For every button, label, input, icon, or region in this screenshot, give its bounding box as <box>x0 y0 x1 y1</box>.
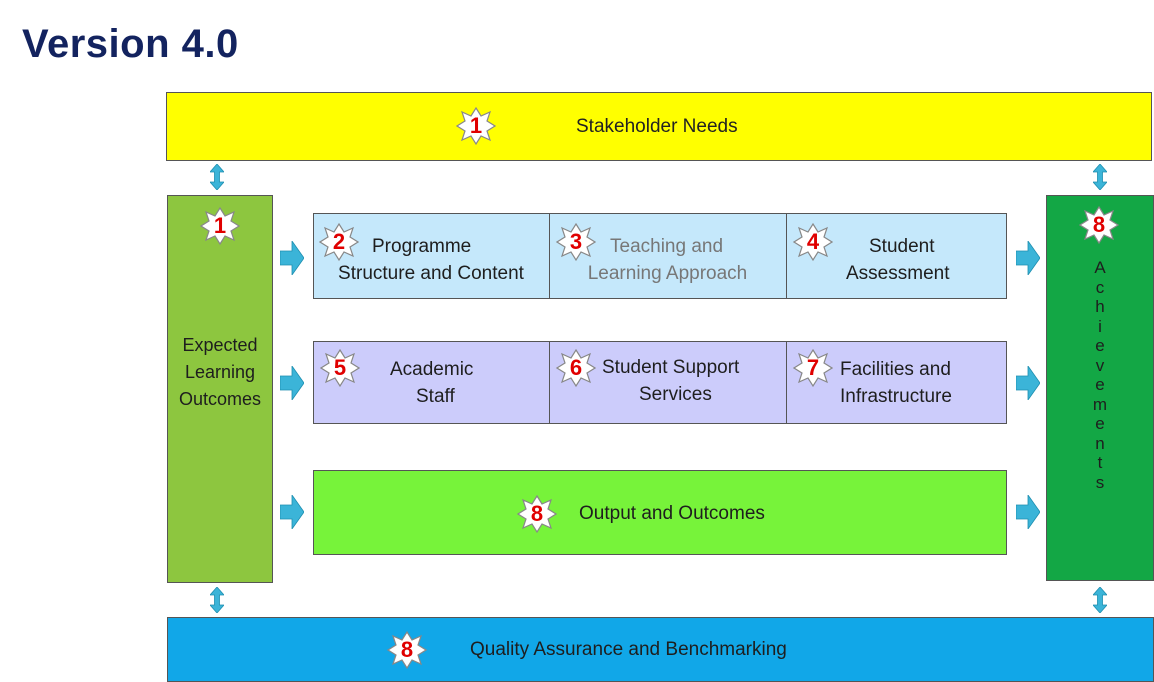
achievements-letter: s <box>1095 472 1105 492</box>
criterion-label-line: Services <box>639 384 712 405</box>
badge-number: 4 <box>806 229 820 254</box>
badge-star-icon: 5 <box>320 348 360 388</box>
achievements-letter: h <box>1095 297 1105 316</box>
criterion-label-line: Student <box>869 236 935 257</box>
achievements-box: 8 <box>1046 195 1154 581</box>
badge-star-icon: 2 <box>319 222 359 262</box>
criterion-label-line: Infrastructure <box>840 386 952 407</box>
badge-number: 5 <box>333 355 347 380</box>
badge-number: 1 <box>213 213 227 238</box>
achievements-vertical-label: A c h i e v e m e n t s <box>1046 258 1154 492</box>
badge-star-icon: 8 <box>387 630 427 670</box>
badge-star-icon: 6 <box>556 348 596 388</box>
elo-line: Learning <box>184 362 256 382</box>
badge-star-icon: 4 <box>793 222 833 262</box>
criterion-box: 7 Facilities and Infrastructure <box>786 341 1007 424</box>
achievements-letter: e <box>1095 375 1105 394</box>
criterion-label-line: Facilities and <box>840 359 951 380</box>
badge-number: 8 <box>530 501 544 526</box>
elo-line: Expected <box>182 335 258 355</box>
right-arrow-icon <box>280 241 304 275</box>
criterion-label-line: Structure and Content <box>338 263 524 284</box>
stakeholder-needs-box: 1 Stakeholder Needs <box>166 92 1152 161</box>
elo-line: Outcomes <box>178 389 262 409</box>
criterion-box: 4 Student Assessment <box>786 213 1007 299</box>
updown-arrow-icon <box>210 164 224 190</box>
criterion-label-line: Student Support <box>602 357 740 378</box>
achievements-letter: c <box>1095 277 1105 297</box>
stakeholder-needs-label: Stakeholder Needs <box>576 116 738 137</box>
right-arrow-icon <box>1016 495 1040 529</box>
badge-star-icon: 7 <box>793 348 833 388</box>
badge-number: 2 <box>332 229 346 254</box>
achievements-letter: e <box>1095 414 1105 433</box>
criterion-label-line: Staff <box>416 386 455 407</box>
badge-star-icon: 1 <box>200 206 240 246</box>
achievements-letter: i <box>1098 316 1102 336</box>
updown-arrow-icon <box>1093 164 1107 190</box>
badge-star-icon: 8 <box>1079 205 1119 245</box>
achievements-letter: e <box>1095 336 1105 355</box>
badge-number: 1 <box>469 113 483 138</box>
badge-star-icon: 3 <box>556 222 596 262</box>
achievements-letter: n <box>1095 433 1105 453</box>
criterion-label-line: Assessment <box>846 263 950 284</box>
right-arrow-icon <box>280 495 304 529</box>
achievements-letter: v <box>1095 355 1105 375</box>
output-label: Output and Outcomes <box>579 503 765 524</box>
criterion-label-line: Academic <box>390 359 474 380</box>
criterion-label-line: Learning Approach <box>587 263 748 284</box>
updown-arrow-icon <box>1093 587 1107 613</box>
badge-number: 8 <box>400 637 414 662</box>
criterion-box: 6 Student Support Services <box>549 341 787 424</box>
criterion-label-line: Programme <box>372 236 472 257</box>
badge-star-icon: 1 <box>456 106 496 146</box>
criterion-label-line: Teaching and <box>610 236 724 257</box>
badge-number: 6 <box>569 355 583 380</box>
expected-learning-outcomes-box: 1 Expected Learning Outcomes <box>167 195 273 583</box>
right-arrow-icon <box>280 366 304 400</box>
badge-number: 7 <box>806 355 820 380</box>
criterion-box: 2 Programme Structure and Content <box>313 213 550 299</box>
right-arrow-icon <box>1016 241 1040 275</box>
quality-assurance-label: Quality Assurance and Benchmarking <box>470 639 787 660</box>
achievements-letter: A <box>1094 258 1106 277</box>
quality-assurance-box: 8 Quality Assurance and Benchmarking <box>167 617 1154 682</box>
right-arrow-icon <box>1016 366 1040 400</box>
updown-arrow-icon <box>210 587 224 613</box>
achievements-letter: t <box>1097 453 1103 472</box>
badge-star-icon: 8 <box>517 494 557 534</box>
output-and-outcomes-box: 8 Output and Outcomes <box>313 470 1007 555</box>
badge-number: 8 <box>1092 212 1106 237</box>
criterion-box: 5 Academic Staff <box>313 341 550 424</box>
page-title: Version 4.0 <box>22 22 239 66</box>
criterion-box: 3 Teaching and Learning Approach <box>549 213 787 299</box>
badge-number: 3 <box>569 229 583 254</box>
achievements-letter: m <box>1092 394 1108 414</box>
